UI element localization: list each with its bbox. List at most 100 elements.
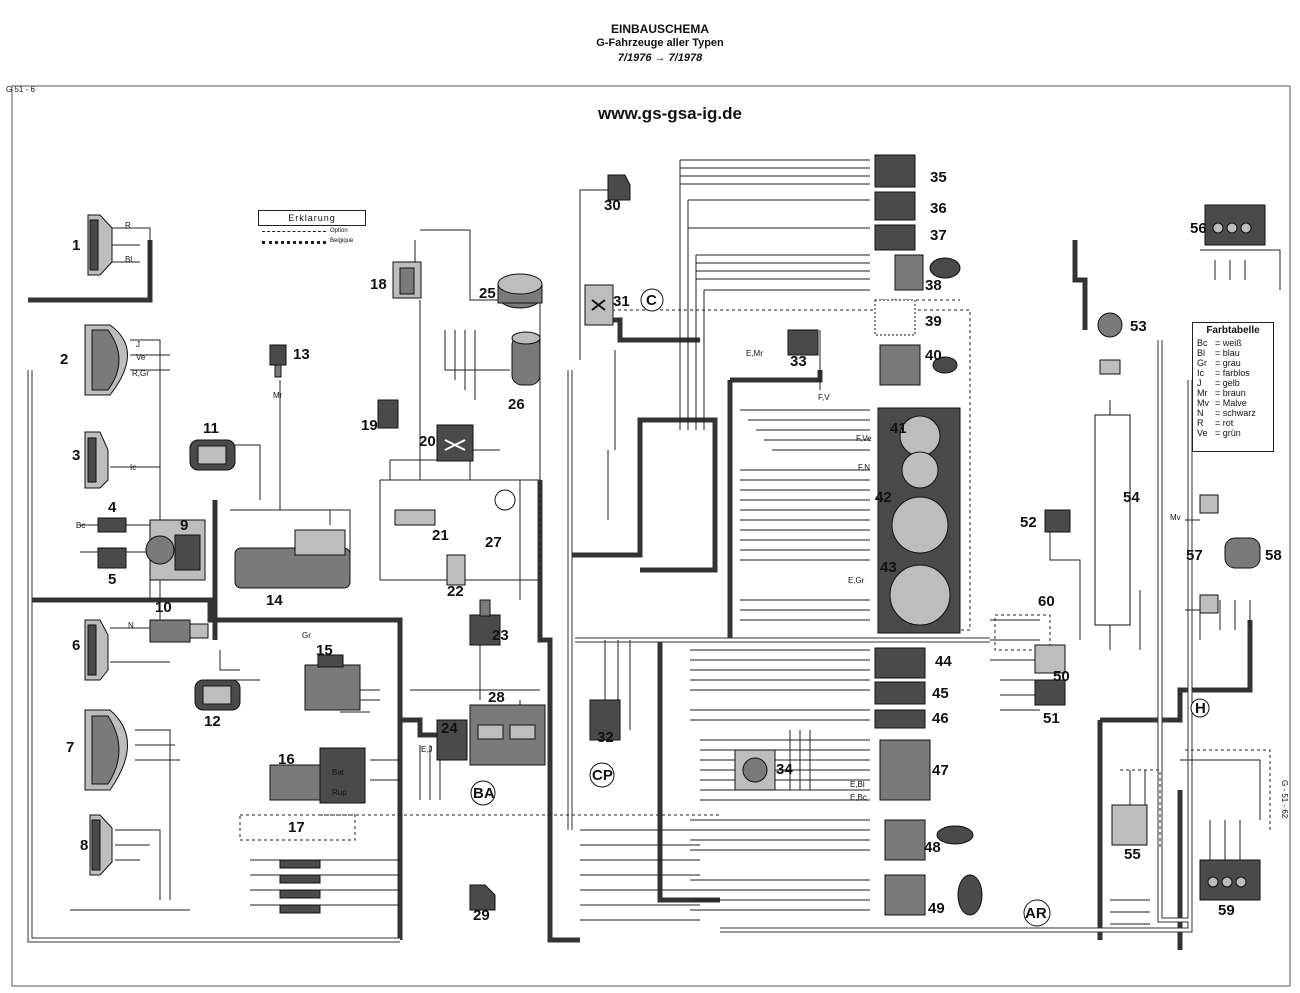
equals-sign: =: [1215, 428, 1223, 438]
color-table-row: Bc= weiß: [1197, 338, 1269, 348]
component-38: [894, 254, 961, 291]
wire-label-egr: E,Gr: [848, 576, 865, 585]
label-51: 51: [1043, 710, 1060, 727]
component-40: [879, 344, 958, 386]
wire-label-ebl: E,Bl: [850, 780, 865, 789]
wire-label-fve: F,Ve: [856, 434, 872, 443]
component-24: [436, 719, 468, 761]
rup-label: Rup: [332, 788, 347, 797]
label-39: 39: [925, 313, 942, 330]
component-35: [874, 154, 916, 188]
label-18: 18: [370, 276, 387, 293]
label-55: 55: [1124, 846, 1141, 863]
color-code: Bl: [1197, 348, 1206, 358]
component-17: [279, 859, 321, 914]
component-57-lamp: [1199, 494, 1219, 514]
color-name: weiß: [1222, 338, 1242, 348]
label-25: 25: [479, 285, 496, 302]
component-29: [469, 884, 496, 911]
equals-sign: =: [1215, 348, 1223, 358]
color-code: N: [1197, 408, 1204, 418]
color-code: Ic: [1197, 368, 1205, 378]
color-table-row: Ve= grün: [1197, 428, 1269, 438]
component-49: [884, 874, 983, 916]
page-frame: [11, 85, 1291, 987]
color-name: gelb: [1222, 378, 1240, 388]
label-24: 24: [441, 720, 458, 737]
equals-sign: =: [1215, 368, 1223, 378]
color-code: Mr: [1197, 388, 1208, 398]
component-2: [84, 324, 128, 396]
harness-point-h: [1190, 698, 1210, 718]
label-40: 40: [925, 347, 942, 364]
color-name: farblos: [1222, 368, 1250, 378]
label-5: 5: [108, 571, 116, 588]
component-6: [84, 619, 109, 681]
label-17: 17: [288, 819, 305, 836]
color-code: Mv: [1197, 398, 1209, 408]
wire-label-ebc: E,Bc: [850, 793, 867, 802]
label-37: 37: [930, 227, 947, 244]
label-2: 2: [60, 351, 68, 368]
label-1: 1: [72, 237, 80, 254]
label-58: 58: [1265, 547, 1282, 564]
label-34: 34: [776, 761, 793, 778]
color-table-row: R= rot: [1197, 418, 1269, 428]
wire-label-mr: Mr: [273, 391, 283, 400]
component-8: [89, 814, 113, 876]
component-15: [304, 654, 361, 711]
wire-label-mv: Mv: [1170, 513, 1181, 522]
label-14: 14: [266, 592, 283, 609]
color-table-row: Bl= blau: [1197, 348, 1269, 358]
wire-label-rgr: R,Gr: [132, 369, 149, 378]
label-60: 60: [1038, 593, 1055, 610]
wire-label-fn: F,N: [858, 463, 870, 472]
label-38: 38: [925, 277, 942, 294]
harness-point-ba: [470, 780, 496, 806]
label-13: 13: [293, 346, 310, 363]
label-54: 54: [1123, 489, 1140, 506]
diagram-subtitle: G-Fahrzeuge aller Typen: [596, 37, 724, 49]
label-27: 27: [485, 534, 502, 551]
component-57-lamp-2: [1199, 594, 1219, 614]
component-9: [145, 519, 206, 581]
label-50: 50: [1053, 668, 1070, 685]
label-6: 6: [72, 637, 80, 654]
label-35: 35: [930, 169, 947, 186]
component-1: [87, 214, 113, 276]
component-52: [1044, 509, 1071, 533]
label-12: 12: [204, 713, 221, 730]
belgique-line-label: Belgique: [330, 238, 354, 244]
equals-sign: =: [1215, 358, 1223, 368]
wire-label-fv: F,V: [818, 393, 830, 402]
harness-point-ar: [1023, 899, 1051, 927]
component-36: [874, 191, 916, 221]
label-21: 21: [432, 527, 449, 544]
label-59: 59: [1218, 902, 1235, 919]
component-25: [497, 273, 543, 309]
color-table-row: Mv= Malve: [1197, 398, 1269, 408]
label-20: 20: [419, 433, 436, 450]
component-51: [1034, 679, 1066, 706]
main-harness: [27, 240, 1253, 950]
component-26: [511, 331, 541, 386]
harness-point-c: [640, 288, 664, 312]
color-name: schwarz: [1222, 408, 1256, 418]
explanation-title: Erklarung: [258, 210, 366, 226]
component-21: [394, 509, 436, 526]
color-name: rot: [1222, 418, 1234, 428]
label-49: 49: [928, 900, 945, 917]
explanation-box: Erklarung Option Belgique: [258, 210, 366, 252]
label-53: 53: [1130, 318, 1147, 335]
diagram-date-range: 7/1976 → 7/1978: [617, 52, 703, 64]
label-42: 42: [875, 489, 892, 506]
component-23: [469, 599, 501, 646]
color-table-row: Gr= grau: [1197, 358, 1269, 368]
harness-label-c: C: [646, 292, 657, 309]
component-41-42-43: [877, 407, 961, 634]
color-code: Bc: [1197, 338, 1208, 348]
wire-label-gr: Gr: [302, 631, 311, 640]
